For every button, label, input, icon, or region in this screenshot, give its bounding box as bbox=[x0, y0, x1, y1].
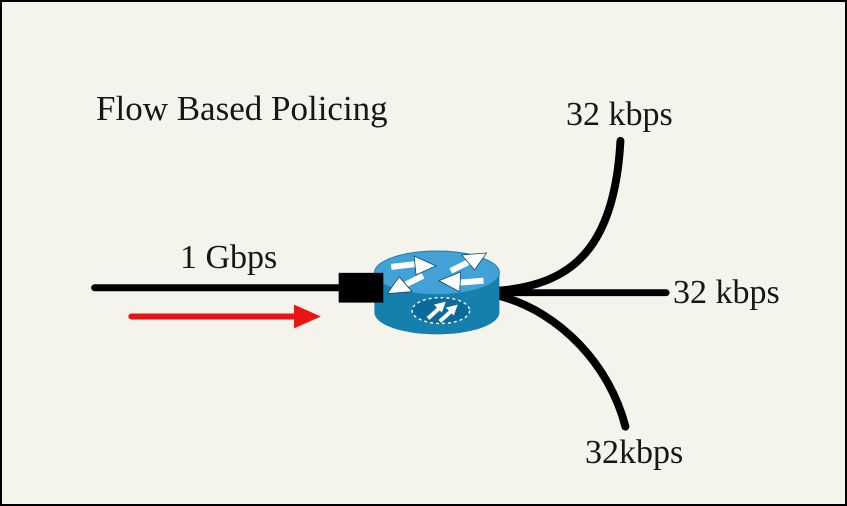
router-icon bbox=[373, 250, 500, 335]
badge-flow-arrows-icon bbox=[426, 301, 458, 323]
output-rate-label-top: 32 kbps bbox=[566, 96, 673, 133]
input-rate-label: 1 Gbps bbox=[180, 239, 278, 276]
output-rate-label-middle: 32 kbps bbox=[673, 274, 780, 311]
connector-block bbox=[338, 272, 384, 303]
diagram-title: Flow Based Policing bbox=[96, 89, 388, 128]
output-link-bottom bbox=[494, 291, 630, 431]
flow-direction-arrow-icon bbox=[128, 304, 321, 329]
output-rate-label-bottom: 32kbps bbox=[585, 434, 684, 471]
output-link-top bbox=[494, 136, 625, 295]
router-arrows-icon bbox=[386, 252, 488, 295]
